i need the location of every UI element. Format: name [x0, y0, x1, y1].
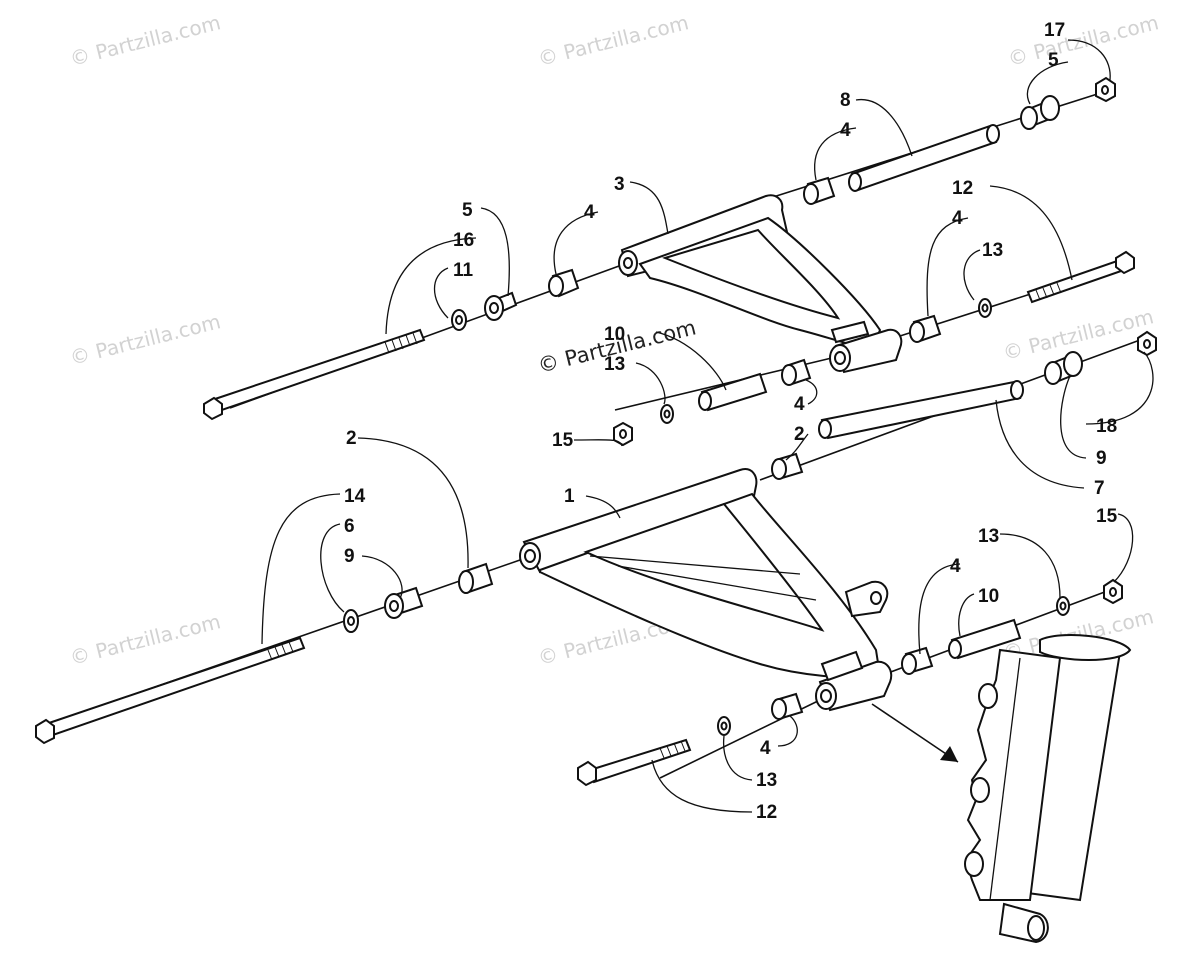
bushing-4-lower-right [901, 646, 934, 675]
watermark-text: © Partzilla.com [67, 609, 223, 670]
callout-15-upper: 15 [552, 430, 574, 451]
callout-14: 14 [344, 486, 366, 507]
watermark-text: © Partzilla.com [67, 10, 223, 71]
bolt-12-upper [1026, 250, 1135, 304]
bolt-14 [35, 636, 306, 745]
washer-11 [451, 309, 467, 331]
callout-5-left: 5 [462, 200, 473, 221]
callout-10-lower: 10 [978, 586, 999, 607]
spindle-arrow-line [871, 703, 959, 763]
callout-8: 8 [840, 90, 851, 111]
washer-6 [343, 609, 359, 633]
callout-18: 18 [1096, 416, 1117, 437]
leader-lines [261, 39, 1154, 813]
callout-2-front: 2 [794, 424, 805, 445]
callout-11: 11 [453, 260, 474, 281]
bushing-5-right [1020, 95, 1060, 130]
callout-4-mid: 4 [794, 394, 805, 415]
arrow-head-icon [940, 746, 958, 762]
bushing-4-lower-mid [781, 358, 812, 386]
washer-13-mid [660, 404, 674, 424]
callout-13-lower-right: 13 [978, 526, 999, 547]
washer-13-bottom [717, 716, 731, 736]
bushing-4-bottom [771, 692, 804, 720]
nut-15-lower [1103, 578, 1123, 605]
sleeve-10-lower [948, 618, 1022, 660]
sleeve-8 [848, 124, 1000, 192]
callout-16: 16 [453, 230, 474, 251]
callout-7: 7 [1094, 478, 1105, 499]
bolt-head-icon [203, 396, 223, 421]
bolt-12-lower [577, 738, 692, 787]
watermark-text: © Partzilla.com [67, 309, 223, 370]
callout-4-left: 4 [584, 202, 595, 223]
bushing-2-left [458, 562, 494, 594]
bushing-4-right [909, 314, 942, 343]
callout-4-right: 4 [952, 208, 963, 229]
bolt-16 [203, 328, 426, 421]
bushing-9-left [384, 586, 424, 619]
callout-13-mid: 13 [604, 354, 625, 375]
nut-15-upper [613, 421, 633, 447]
bushing-2-front [771, 452, 804, 480]
callout-15-lower: 15 [1096, 506, 1118, 527]
callout-4-upper-front: 4 [840, 120, 851, 141]
callout-10-upper: 10 [604, 324, 625, 345]
watermark-text: © Partzilla.com [535, 10, 691, 71]
nut-18 [1137, 330, 1157, 357]
spindle [964, 634, 1132, 944]
sleeve-10-upper [698, 372, 768, 412]
callout-9-right: 9 [1096, 448, 1107, 469]
lower-a-arm-1 [519, 468, 893, 712]
callout-9-left: 9 [344, 546, 355, 567]
bushing-5-left [484, 291, 518, 321]
callout-13-upper: 13 [982, 240, 1003, 261]
watermark-text: © Partzilla.com [1005, 10, 1161, 71]
upper-a-arm-3 [618, 194, 903, 374]
bushing-4-left [548, 268, 580, 298]
lower-a-arm-assembly [35, 330, 1157, 944]
bushing-4-upper-front [803, 176, 836, 205]
callout-13-bottom: 13 [756, 770, 777, 791]
nut-17 [1095, 76, 1116, 103]
callout-17: 17 [1044, 20, 1065, 41]
callout-6: 6 [344, 516, 355, 537]
callout-1: 1 [564, 486, 575, 507]
callout-2-left: 2 [346, 428, 357, 449]
bushing-9-right [1044, 351, 1083, 385]
callout-labels: 17 5 8 4 3 4 5 16 11 12 4 13 10 13 4 15 … [344, 20, 1118, 823]
callout-12-lower: 12 [756, 802, 777, 823]
callout-4-lower-right: 4 [950, 556, 961, 577]
washer-13-lower-right [1056, 596, 1070, 616]
upper-a-arm-assembly [203, 76, 1135, 447]
callout-5-right: 5 [1048, 50, 1059, 71]
washer-13-upper [978, 298, 992, 318]
callout-4-bottom: 4 [760, 738, 771, 759]
callout-12-upper: 12 [952, 178, 973, 199]
callout-3: 3 [614, 174, 625, 195]
sleeve-7 [818, 380, 1024, 440]
